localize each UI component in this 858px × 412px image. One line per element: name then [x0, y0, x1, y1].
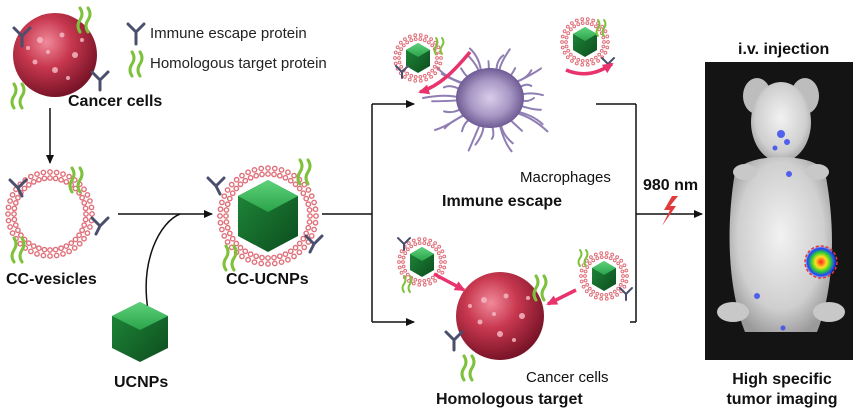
tumor-imaging-panel	[705, 62, 853, 360]
cancer-cells-bottom-label: Cancer cells	[526, 369, 609, 386]
converge-lines	[596, 103, 637, 323]
vesicle-proteins	[8, 166, 110, 264]
mouse-image	[717, 78, 845, 332]
immune-escape-protein-icon	[12, 26, 110, 92]
laser-bolt-icon	[662, 196, 678, 226]
cc-ucnp-small-bottom-right	[579, 251, 629, 301]
macrophage-icon	[422, 47, 549, 153]
result-label-line1: High specific	[732, 371, 832, 388]
ucnp-hexagon-icon	[112, 302, 168, 362]
pink-arrow-bottom-right	[546, 288, 577, 306]
result-label-line2: tumor imaging	[726, 391, 838, 408]
homologous-target-label: Homologous target	[436, 391, 583, 408]
cc-ucnp-small-left	[393, 33, 443, 83]
cc-ucnp-icon	[217, 165, 319, 267]
branch-lines	[322, 104, 373, 322]
cc-ucnp-small-right	[560, 17, 610, 67]
cancer-cell-icon-top	[13, 13, 97, 97]
cc-ucnps-label: CC-UCNPs	[226, 271, 309, 288]
tumor-signal	[805, 246, 837, 278]
homologous-target-protein-icon	[10, 6, 92, 110]
legend-target-icon	[128, 50, 144, 78]
pink-arrow-right	[565, 62, 614, 76]
macrophages-label: Macrophages	[520, 169, 611, 186]
immune-escape-label: Immune escape	[442, 193, 563, 210]
arrow-ucnp-merge	[145, 213, 181, 311]
iv-injection-label: i.v. injection	[738, 41, 830, 58]
cc-vesicles-label: CC-vesicles	[6, 271, 97, 288]
wavelength-label: 980 nm	[643, 177, 699, 194]
cc-ucnp-proteins	[206, 158, 324, 272]
cancer-cell-icon-bottom	[456, 272, 544, 360]
legend-immune-icon	[126, 22, 146, 46]
pink-arrow-bottom-left	[433, 272, 466, 292]
pink-arrow-left	[418, 50, 472, 95]
cancer-cells-top-label: Cancer cells	[68, 93, 163, 110]
small-ucnp-proteins-bottom	[397, 237, 633, 301]
legend-target-label: Homologous target protein	[150, 55, 327, 72]
ucnps-label: UCNPs	[114, 374, 169, 391]
legend-immune-label: Immune escape protein	[150, 25, 307, 42]
bottom-cell-proteins	[444, 274, 548, 382]
cc-vesicle-icon	[5, 169, 95, 259]
